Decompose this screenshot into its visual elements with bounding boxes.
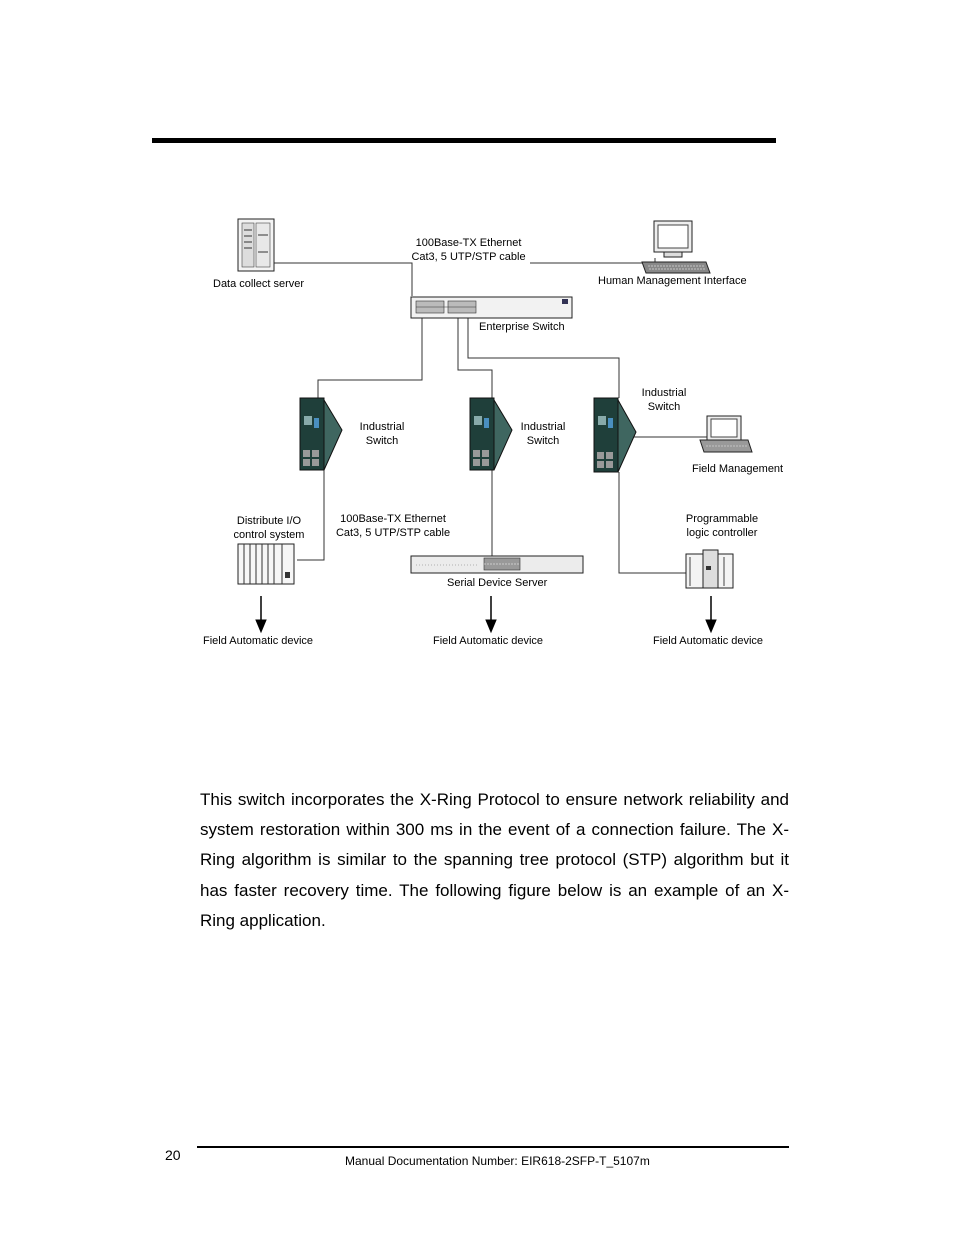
page-number: 20 — [165, 1147, 181, 1163]
field-management-label: Field Management — [692, 463, 784, 475]
line-ind1-to-dio — [297, 470, 325, 561]
down-arrow-icon — [705, 619, 717, 634]
industrial-switch-1-icon — [299, 397, 343, 471]
cable-label-mid: 100Base-TX Ethernet Cat3, 5 UTP/STP cabl… — [335, 513, 451, 539]
field-device-label-1: Field Automatic device — [203, 635, 314, 647]
distributed-io-icon — [237, 543, 295, 585]
industrial-switch-2-label: Industrial Switch — [520, 421, 566, 447]
line-switch-to-ind2 — [457, 318, 493, 400]
hmi-label: Human Management Interface — [598, 275, 747, 287]
plc-icon — [685, 549, 734, 589]
down-arrow-icon — [485, 619, 497, 634]
header-rule — [152, 138, 776, 143]
server-icon — [237, 218, 275, 272]
arrows — [255, 596, 717, 634]
plc-label: Programmable logic controller — [685, 513, 759, 539]
laptop-icon — [699, 415, 753, 453]
serial-device-server-label: Serial Device Server — [447, 577, 548, 589]
industrial-switch-2-icon — [469, 397, 513, 471]
serial-device-server-icon — [410, 555, 584, 574]
connection-lines — [274, 258, 720, 574]
field-device-label-3: Field Automatic device — [653, 635, 764, 647]
line-ind3-to-plc — [618, 472, 686, 574]
server-label: Data collect server — [213, 278, 305, 290]
industrial-switch-3-icon — [593, 397, 637, 473]
cable-label-top: 100Base-TX Ethernet Cat3, 5 UTP/STP cabl… — [411, 237, 526, 263]
line-server-to-switch — [274, 262, 413, 296]
doc-number: Manual Documentation Number: EIR618-2SFP… — [345, 1154, 650, 1168]
field-device-label-2: Field Automatic device — [433, 635, 544, 647]
line-switch-to-ind3 — [467, 318, 620, 398]
line-switch-to-hmi — [530, 258, 656, 264]
desktop-pc-icon — [641, 220, 711, 274]
enterprise-switch-icon — [410, 296, 573, 319]
body-paragraph: This switch incorporates the X-Ring Prot… — [200, 790, 789, 930]
network-diagram — [237, 218, 753, 634]
industrial-switch-1-label: Industrial Switch — [359, 421, 405, 447]
industrial-switch-3-label: Industrial Switch — [641, 387, 687, 413]
footer-rule — [197, 1146, 789, 1148]
distribute-io-label: Distribute I/O control system — [233, 515, 305, 541]
down-arrow-icon — [255, 619, 267, 634]
enterprise-switch-label: Enterprise Switch — [479, 321, 565, 333]
line-switch-to-ind1 — [317, 318, 423, 400]
